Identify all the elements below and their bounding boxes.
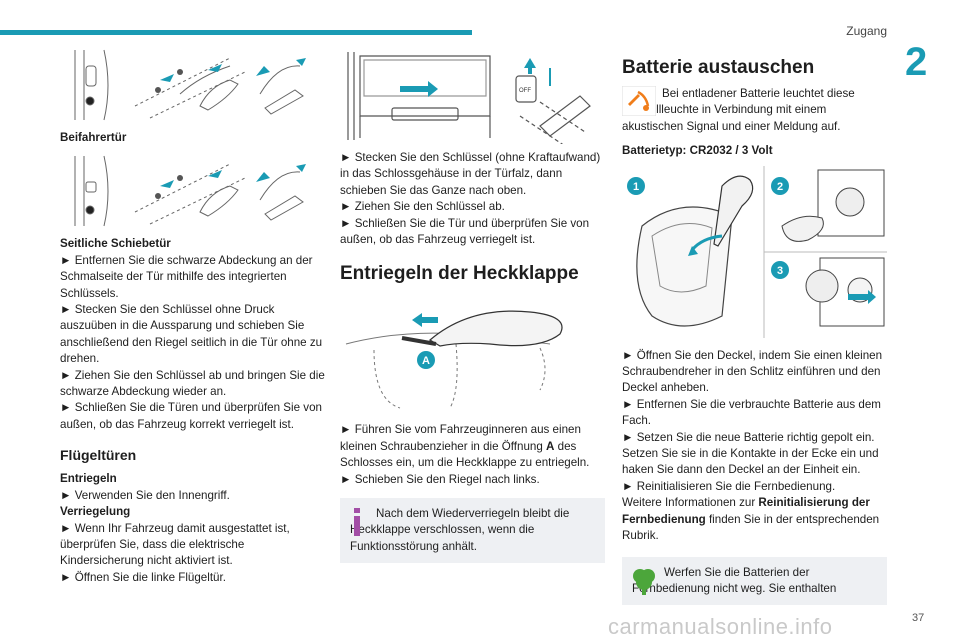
heading-batterie: Batterie austauschen	[622, 57, 815, 78]
figure-label-2: 2	[777, 181, 783, 193]
step-text: ► Entfernen Sie die schwarze Abdeckung a…	[60, 253, 313, 300]
column-2: OFF ► Stecken Sie den Schlüssel (ohne Kr…	[340, 46, 605, 564]
step-text: ► Schließen Sie die Tür und überprüfen S…	[340, 216, 590, 247]
step-text: ► Entfernen Sie die verbrauchte Batterie…	[622, 397, 881, 428]
passenger-door-figure	[60, 46, 325, 124]
step-text: ► Ziehen Sie den Schlüssel ab.	[340, 200, 505, 214]
figure-label-a: A	[422, 355, 430, 367]
off-switch-label: OFF	[519, 88, 531, 94]
battery-intro: Bei entladener Batterie leuchtet diese K…	[622, 86, 887, 135]
more-info-text: Weitere Informationen zur Reinitialisier…	[622, 496, 880, 543]
header-accent-bar	[0, 30, 472, 35]
battery-replacement-figure: 1 2 3	[622, 165, 887, 338]
section-title: Zugang	[846, 24, 887, 38]
info-text: Nach dem Wiederverriegeln bleibt die Hec…	[350, 507, 570, 553]
step-text: ► Schieben Sie den Riegel nach links.	[340, 472, 540, 486]
step-text: ► Öffnen Sie den Deckel, indem Sie einen…	[622, 348, 883, 395]
step-text: ► Ziehen Sie den Schlüssel ab und bringe…	[60, 368, 325, 399]
battery-warning-icon	[622, 86, 656, 116]
step-text: ► Schließen Sie die Türen und überprüfen…	[60, 401, 322, 431]
caption-sliding-door: Seitliche Schiebetür	[60, 237, 171, 251]
label-entriegeln: Entriegeln	[60, 472, 117, 486]
figure-label-3: 3	[777, 265, 783, 277]
figure-label-1: 1	[633, 181, 639, 193]
watermark: carmanualsonline.info	[608, 614, 833, 639]
tree-icon	[633, 568, 655, 595]
tailgate-unlock-figure: A	[340, 300, 605, 412]
column-1: Beifahrertür Seitliche Schiebetür ► Entf…	[60, 46, 325, 586]
step-text: ► Reinitialisieren Sie die Fernbedienung…	[622, 479, 836, 493]
environment-text: Werfen Sie die Batterien der Fernbedienu…	[632, 565, 837, 595]
info-note: Nach dem Wiederverriegeln bleibt die Hec…	[340, 498, 605, 564]
sliding-door-figure	[60, 152, 325, 230]
step-text: ► Verwenden Sie den Innengriff.	[60, 488, 230, 502]
battery-intro-text: Bei entladener Batterie leuchtet diese K…	[622, 87, 855, 133]
label-verriegelung: Verriegelung	[60, 505, 131, 519]
step-text: ► Stecken Sie den Schlüssel ohne Druck a…	[60, 303, 323, 366]
chapter-number: 2	[905, 40, 929, 84]
heading-heckklappe: Entriegeln der Heckklappe	[340, 263, 579, 285]
rear-door-figure: OFF	[340, 46, 605, 144]
battery-type: Batterietyp: CR2032 / 3 Volt	[622, 144, 773, 158]
column-3: Batterie austauschen Bei entladener Batt…	[622, 46, 887, 606]
step-text: ► Setzen Sie die neue Batterie richtig g…	[622, 430, 879, 477]
environment-note: Werfen Sie die Batterien der Fernbedienu…	[622, 556, 887, 606]
step-text: ► Öffnen Sie die linke Flügeltür.	[60, 570, 226, 584]
heading-fluegeltueren: Flügeltüren	[60, 447, 137, 464]
caption-passenger-door: Beifahrertür	[60, 131, 127, 144]
step-text: ► Führen Sie vom Fahrzeuginneren aus ein…	[340, 423, 590, 470]
step-text: ► Stecken Sie den Schlüssel (ohne Krafta…	[340, 151, 601, 197]
step-text: ► Wenn Ihr Fahrzeug damit ausgestattet i…	[60, 521, 290, 568]
page-number: 37	[912, 612, 925, 624]
info-icon	[354, 508, 360, 537]
